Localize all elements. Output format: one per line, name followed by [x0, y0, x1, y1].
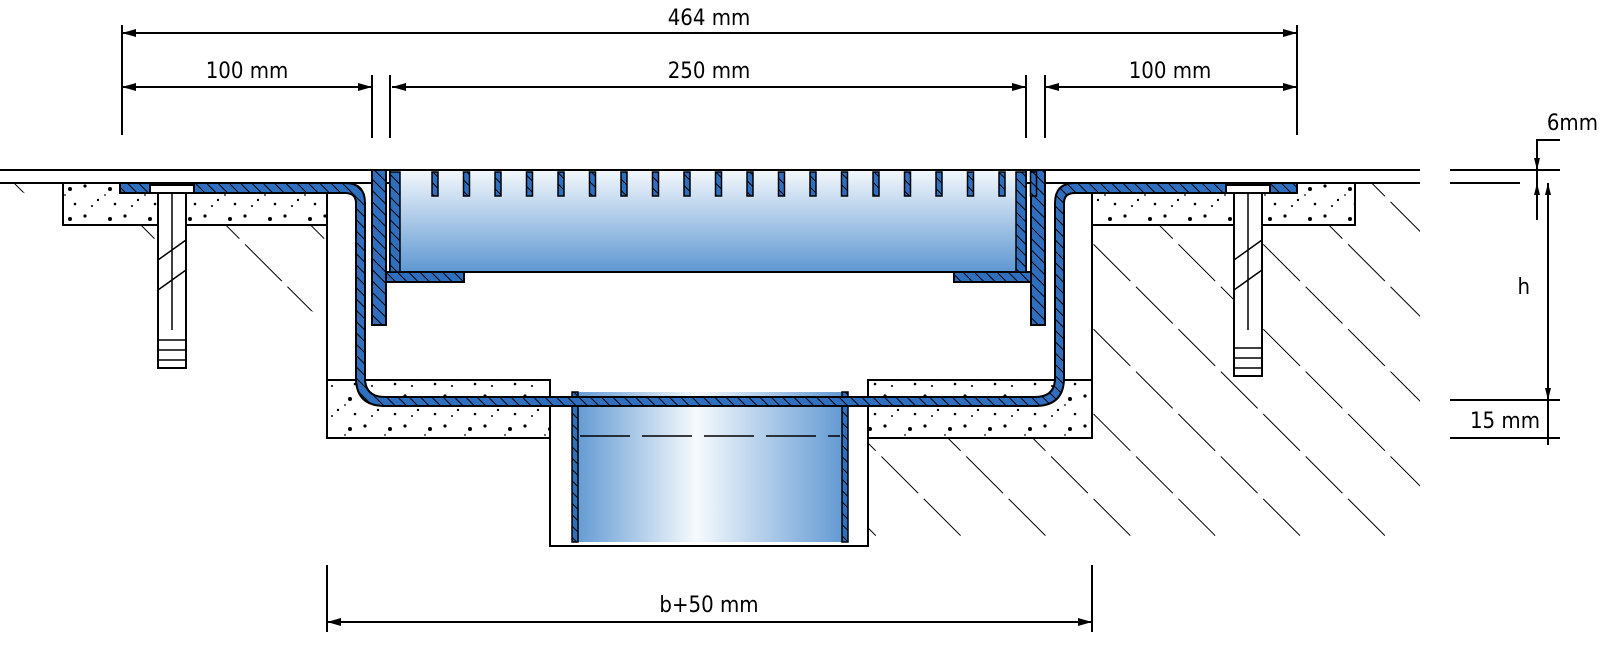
grate — [389, 169, 1027, 273]
grate-slot — [746, 171, 754, 197]
dim-left-flange: 100 mm — [206, 59, 289, 84]
grate-slot — [777, 171, 786, 197]
grate-slot — [431, 171, 439, 197]
grate-slot — [966, 171, 975, 197]
grate-slot — [935, 171, 943, 197]
grate-slot — [462, 171, 471, 197]
grate-slot — [809, 171, 817, 197]
grate-slot — [651, 171, 660, 197]
grate-slot — [714, 171, 723, 197]
frame-right — [1030, 169, 1046, 326]
grate-slot — [872, 171, 880, 197]
dim-top-thickness: 6mm — [1547, 111, 1598, 136]
frame-left — [371, 169, 387, 326]
dim-right-flange: 100 mm — [1129, 59, 1212, 84]
anchor-left — [149, 184, 195, 369]
dim-bed-thickness: 15 mm — [1470, 409, 1540, 434]
grate-slot — [903, 171, 912, 197]
grate-slot — [683, 171, 691, 197]
grate-slot — [588, 171, 597, 197]
dim-height: h — [1517, 275, 1530, 300]
grate-slots — [431, 171, 1038, 197]
grate-slot — [494, 171, 502, 197]
grate-slot — [620, 171, 628, 197]
grate-slot — [1029, 171, 1038, 197]
dim-trench-width: b+50 mm — [659, 593, 758, 618]
dim-overall-width: 464 mm — [668, 6, 751, 31]
grate-slot — [998, 171, 1006, 197]
anchor-right — [1225, 184, 1271, 377]
channel-body — [119, 182, 1298, 407]
grate-slot — [557, 171, 565, 197]
outlet-pipe — [572, 392, 848, 542]
grate-slot — [525, 171, 534, 197]
concrete-substrate — [0, 183, 1420, 540]
grate-slot — [840, 171, 849, 197]
dim-grate-width: 250 mm — [668, 59, 751, 84]
